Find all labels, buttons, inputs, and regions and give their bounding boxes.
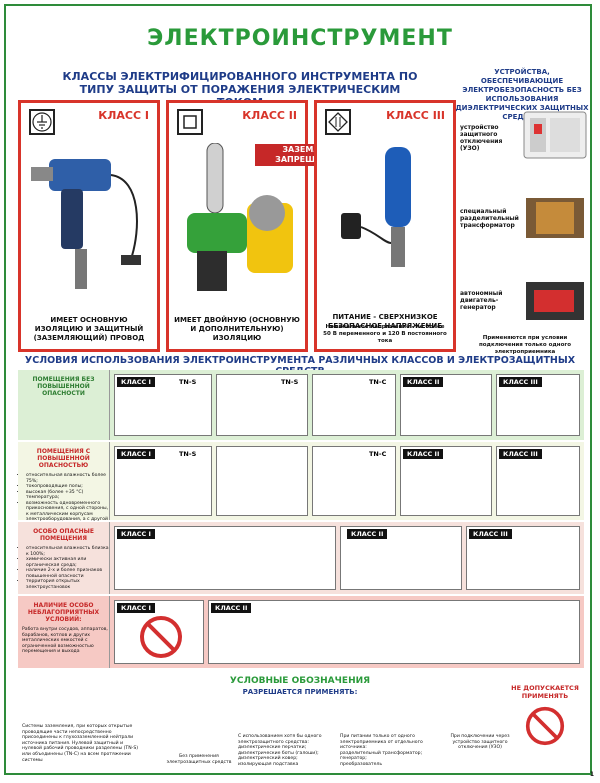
- device-transformer-label: специальный разделительный трансформатор: [460, 208, 519, 229]
- row-especially: ОСОБО ОПАСНЫЕ ПОМЕЩЕНИЯ относительная вл…: [18, 522, 584, 594]
- legend-no-means: Без применения электрозащитных средств: [166, 754, 232, 765]
- row-increased-class-3-cell: КЛАСС III: [496, 446, 580, 516]
- poster-title: ЭЛЕКТРОИНСТРУМЕНТ: [147, 26, 453, 51]
- classes-subtitle: КЛАССЫ ЭЛЕКТРИФИЦИРОВАННОГО ИНСТРУМЕНТА …: [62, 70, 418, 109]
- ground-symbol-icon: [29, 109, 55, 135]
- class-2-panel: КЛАСС II ИМЕЕТ ДВОЙНУЮ (ОСНОВНУЮ И ДОПОЛ…: [166, 100, 308, 352]
- transformer-device-icon: [526, 198, 584, 238]
- class-3-panel: КЛАСС III ПИТАНИЕ - СВЕРХНИЗКОЕ БЕЗОПАСН…: [314, 100, 456, 352]
- row-especially-class-3-cell: КЛАСС III: [466, 526, 580, 590]
- row-normal-label: ПОМЕЩЕНИЯ БЕЗ ПОВЫШЕННОЙ ОПАСНОСТИ: [18, 370, 110, 440]
- row-increased-label: ПОМЕЩЕНИЯ С ПОВЫШЕННОЙ ОПАСНОСТЬЮ относи…: [18, 442, 110, 533]
- devices-header: УСТРОЙСТВА, ОБЕСПЕЧИВАЮЩИЕ ЭЛЕКТРОБЕЗОПА…: [455, 68, 589, 121]
- row-normal-class-1-tnc-cell: TN-C: [312, 374, 396, 436]
- legend-systems: Системы заземления, при которых открытые…: [22, 724, 139, 763]
- legend-individual: При питании только от одного электроприе…: [340, 734, 423, 767]
- row-increased: ПОМЕЩЕНИЯ С ПОВЫШЕННОЙ ОПАСНОСТЬЮ относи…: [18, 442, 584, 533]
- class-2-title: КЛАСС II: [242, 109, 297, 122]
- double-insulation-icon: [177, 109, 203, 135]
- row-increased-class-1-cell: КЛАСС I TN-S: [114, 446, 212, 516]
- row-hazardous: НАЛИЧИЕ ОСОБО НЕБЛАГОПРИЯТНЫХ УСЛОВИЙ: Р…: [18, 596, 584, 668]
- prohibited-icon: [140, 616, 182, 658]
- legend-not-allowed: НЕ ДОПУСКАЕТСЯ ПРИМЕНЯТЬ: [511, 684, 579, 700]
- legend-one-means: С использованием хотя бы одного электроз…: [238, 734, 322, 767]
- row-normal-class-1-tns-cell: TN-S: [216, 374, 308, 436]
- row-especially-bullets: относительная влажность близка к 100%; х…: [18, 546, 109, 590]
- page-number: 1: [589, 771, 594, 778]
- legend-prohibited-icon: [525, 706, 565, 746]
- class-1-panel: КЛАСС I ИМЕЕТ ОСНОВНУЮ ИЗОЛЯЦИЮ И ЗАЩИТН…: [18, 100, 160, 352]
- row-especially-class-2-cell: КЛАСС II: [340, 526, 462, 590]
- generator-device-icon: [526, 282, 584, 320]
- poster-frame: [4, 4, 592, 775]
- row-increased-class-1-tnc-cell: TN-C: [312, 446, 396, 516]
- row-increased-class-2-cell: КЛАСС II: [400, 446, 492, 516]
- rcd-device-icon: [523, 111, 587, 159]
- device-rcd-label: устройство защитного отключения (УЗО): [460, 124, 503, 152]
- row-increased-class-1-rcd-cell: [216, 446, 308, 516]
- row-hazardous-class-1-cell: КЛАСС I: [114, 600, 204, 664]
- legend-allowed: РАЗРЕШАЕТСЯ ПРИМЕНЯТЬ:: [242, 688, 358, 696]
- devices-note: Применяются при условии подключения толь…: [478, 335, 572, 355]
- class-1-title: КЛАСС I: [98, 109, 149, 122]
- row-hazardous-class-2-cell: КЛАСС II: [208, 600, 580, 664]
- legend-rcd: При подключении через устройство защитно…: [450, 734, 510, 751]
- drill-class-1-icon: [31, 159, 141, 289]
- row-normal-class-2-cell: КЛАСС II: [400, 374, 492, 436]
- chainsaw-grinder-icon: [187, 143, 293, 291]
- safety-low-voltage-icon: [325, 109, 351, 135]
- row-normal: ПОМЕЩЕНИЯ БЕЗ ПОВЫШЕННОЙ ОПАСНОСТИ КЛАСС…: [18, 370, 584, 440]
- row-hazardous-label: НАЛИЧИЕ ОСОБО НЕБЛАГОПРИЯТНЫХ УСЛОВИЙ: Р…: [18, 596, 110, 668]
- class-3-title: КЛАСС III: [386, 109, 445, 122]
- row-especially-class-1-cell: КЛАСС I: [114, 526, 336, 590]
- row-hazardous-bullets: Работа внутри сосудов, аппаратов, бараба…: [22, 627, 108, 654]
- class-3-note: Номинальное напряжение - не более 50 В п…: [323, 324, 447, 344]
- class-3-text: ПИТАНИЕ - СВЕРХНИЗКОЕ БЕЗОПАСНОЕ НАПРЯЖЕ…: [328, 313, 442, 330]
- class-2-text: ИМЕЕТ ДВОЙНУЮ (ОСНОВНУЮ И ДОПОЛНИТЕЛЬНУЮ…: [174, 316, 300, 342]
- device-generator-label: автономный двигатель-генератор: [460, 290, 503, 311]
- row-normal-class-1-cell: КЛАСС I TN-S: [114, 374, 212, 436]
- row-especially-label: ОСОБО ОПАСНЫЕ ПОМЕЩЕНИЯ относительная вл…: [18, 522, 110, 594]
- row-normal-class-3-cell: КЛАСС III: [496, 374, 580, 436]
- screwdriver-class-3-icon: [341, 147, 411, 267]
- class-1-text: ИМЕЕТ ОСНОВНУЮ ИЗОЛЯЦИЮ И ЗАЩИТНЫЙ (ЗАЗЕ…: [33, 316, 145, 342]
- legend-title: УСЛОВНЫЕ ОБОЗНАЧЕНИЯ: [229, 676, 371, 686]
